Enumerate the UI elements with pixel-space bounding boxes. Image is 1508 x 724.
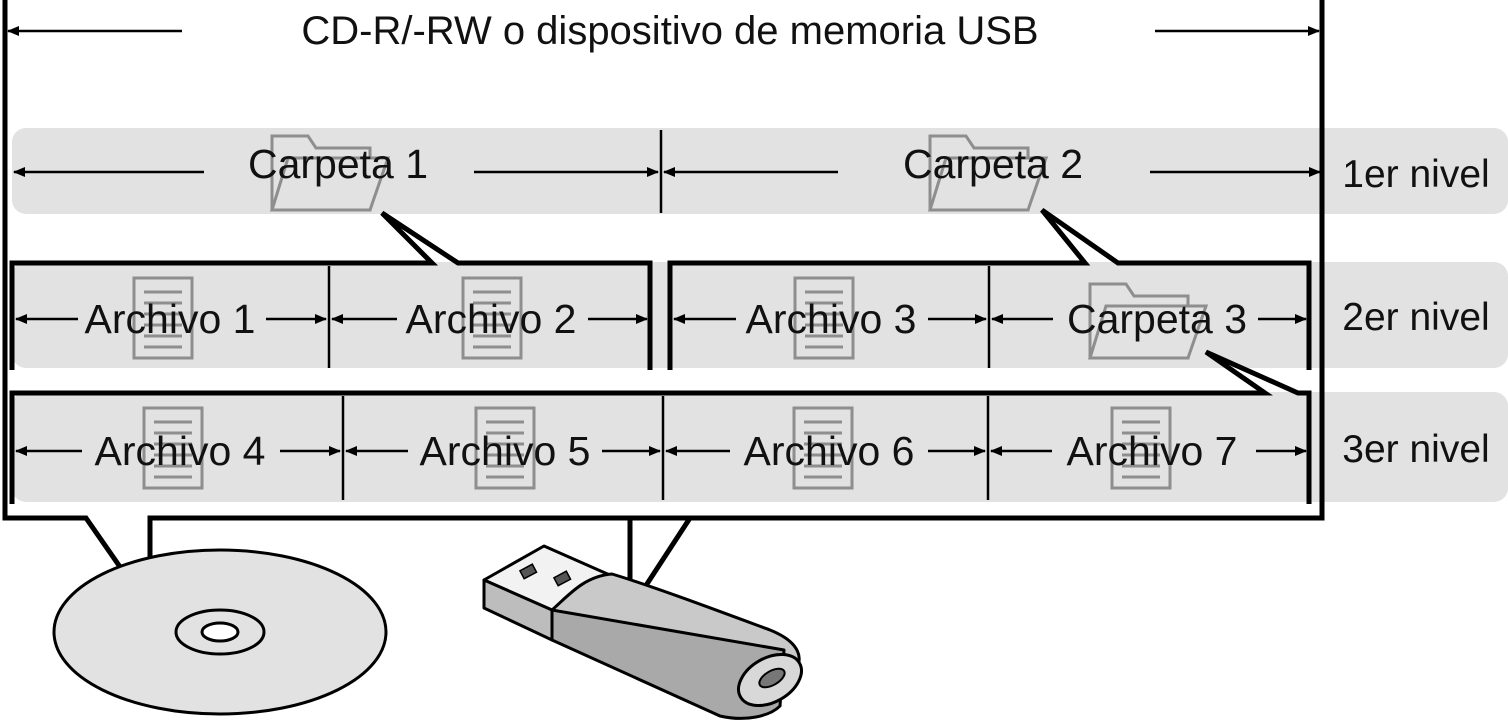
file7-label: Archivo 7 <box>1067 428 1238 474</box>
level3-label: 3er nivel <box>1342 428 1489 471</box>
usb-drive-icon <box>482 544 803 720</box>
folder3-contents-bracket <box>9 349 1312 504</box>
level1-label: 1er nivel <box>1342 153 1489 196</box>
file3-label: Archivo 3 <box>746 296 917 342</box>
folder2-label: Carpeta 2 <box>903 141 1083 187</box>
folder3-label: Carpeta 3 <box>1067 296 1247 342</box>
media-frame <box>2 0 1325 619</box>
folder1-contents-bracket <box>9 210 653 370</box>
file6-label: Archivo 6 <box>744 428 915 474</box>
file2-label: Archivo 2 <box>406 296 577 342</box>
file5-label: Archivo 5 <box>420 428 591 474</box>
folder1-label: Carpeta 1 <box>248 141 428 187</box>
file4-label: Archivo 4 <box>95 428 266 474</box>
diagram-title: CD-R/-RW o dispositivo de memoria USB <box>301 9 1038 53</box>
folder2-contents-bracket <box>667 207 1312 370</box>
cd-disc-icon <box>52 548 388 716</box>
file1-label: Archivo 1 <box>85 296 256 342</box>
level2-label: 2er nivel <box>1342 296 1489 339</box>
